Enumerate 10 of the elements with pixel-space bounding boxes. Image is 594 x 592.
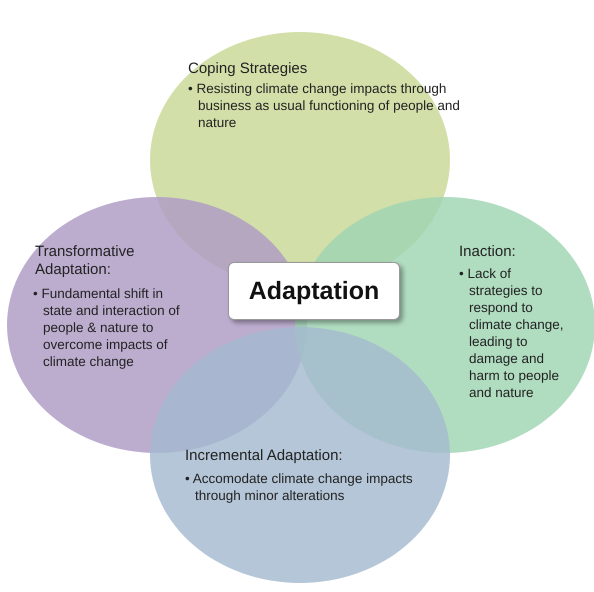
circle-heading: Incremental Adaptation:: [185, 447, 344, 465]
bullet-text: • Fundamental shift in state and interaction of people & nature to overcome impacts of climate change: [33, 285, 181, 370]
title-box: [228, 262, 400, 320]
circle-heading: Inaction:: [459, 243, 517, 261]
center-title: Adaptation: [248, 276, 380, 306]
circle-heading: Transformative Adaptation:: [35, 243, 136, 279]
bullet-text: • Lack of strategies to respond to climate change, leading to damage and harm to people and nature: [459, 265, 565, 401]
circle-heading: Coping Strategies: [188, 60, 308, 78]
bullet-text: • Resisting climate change impacts through business as usual functioning of people and nature: [188, 80, 461, 131]
bullet-text: • Accomodate climate change impacts through minor alterations: [185, 470, 414, 504]
